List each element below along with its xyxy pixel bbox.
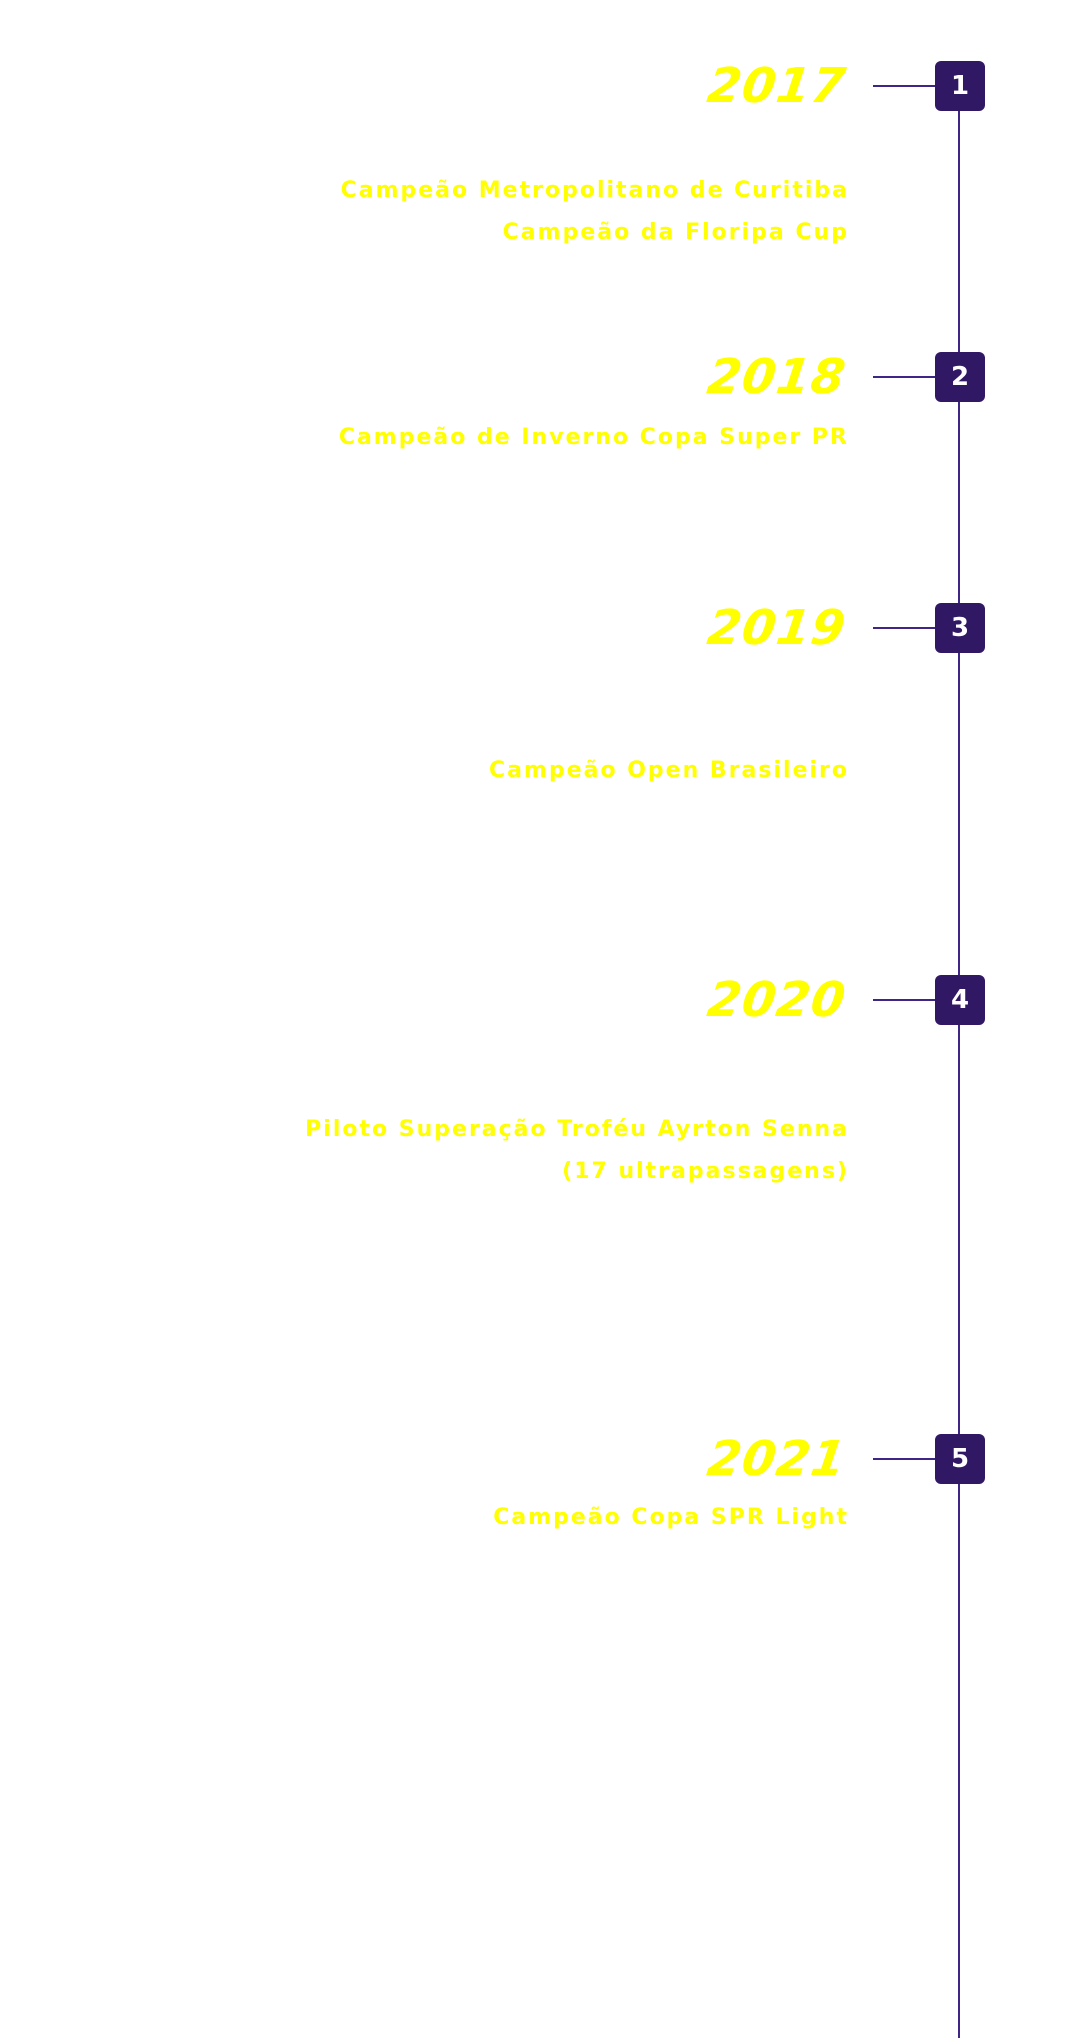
- achievement-2017: Campeão Metropolitano de Curitiba Campeã…: [341, 170, 849, 254]
- connector: [873, 999, 935, 1001]
- connector: [873, 1458, 935, 1460]
- connector: [873, 85, 935, 87]
- year-2018: 2018: [704, 349, 850, 405]
- achievement-line: Campeão Copa SPR Light: [493, 1505, 849, 1530]
- step-marker-4: 4: [935, 975, 985, 1025]
- year-2017: 2017: [704, 58, 850, 114]
- achievement-2021: Campeão Copa SPR Light: [493, 1497, 849, 1539]
- achievement-line: Campeão da Floripa Cup: [502, 220, 849, 245]
- timeline-line: [958, 70, 960, 2038]
- achievement-line: Campeão Open Brasileiro: [489, 758, 849, 783]
- achievement-line: Piloto Superação Troféu Ayrton Senna: [305, 1117, 849, 1142]
- connector: [873, 376, 935, 378]
- achievement-2019: Campeão Open Brasileiro: [489, 750, 849, 792]
- step-marker-2: 2: [935, 352, 985, 402]
- step-marker-1: 1: [935, 61, 985, 111]
- achievement-line: Campeão de Inverno Copa Super PR: [338, 425, 849, 450]
- achievement-line: (17 ultrapassagens): [562, 1159, 849, 1184]
- achievement-2018: Campeão de Inverno Copa Super PR: [339, 417, 849, 459]
- year-2021: 2021: [704, 1431, 850, 1487]
- step-marker-3: 3: [935, 603, 985, 653]
- achievement-line: Campeão Metropolitano de Curitiba: [340, 178, 849, 203]
- year-2020: 2020: [704, 972, 850, 1028]
- year-2019: 2019: [704, 600, 850, 656]
- connector: [873, 627, 935, 629]
- achievement-2020: Piloto Superação Troféu Ayrton Senna (17…: [305, 1109, 849, 1193]
- step-marker-5: 5: [935, 1434, 985, 1484]
